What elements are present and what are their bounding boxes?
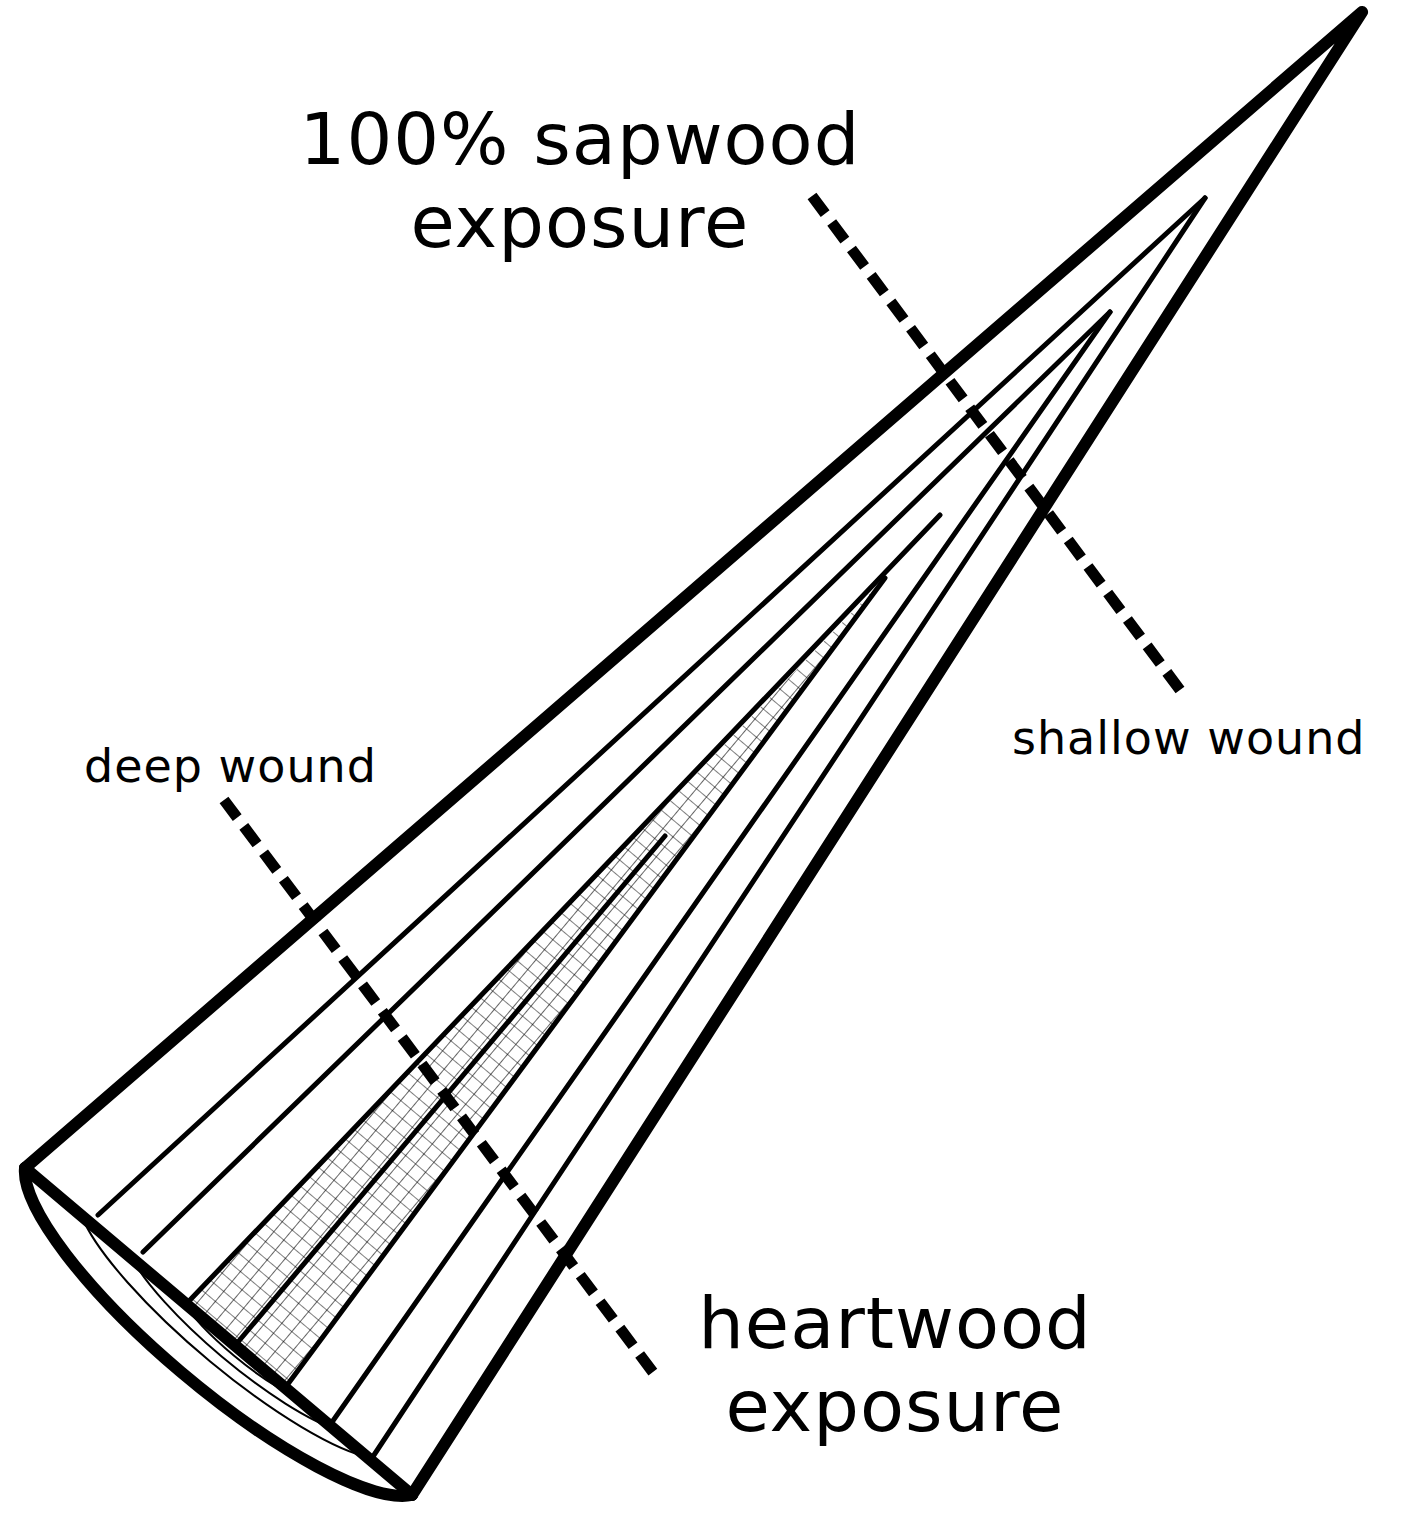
region-label: heartwood exposure	[615, 1282, 1175, 1448]
wound-label: deep wound	[84, 740, 424, 793]
heartwood-hatch	[185, 578, 885, 1388]
wood-layer-lines	[98, 198, 1205, 1458]
region-label: 100% sapwood exposure	[220, 98, 940, 264]
wound-label: shallow wound	[1012, 712, 1412, 765]
